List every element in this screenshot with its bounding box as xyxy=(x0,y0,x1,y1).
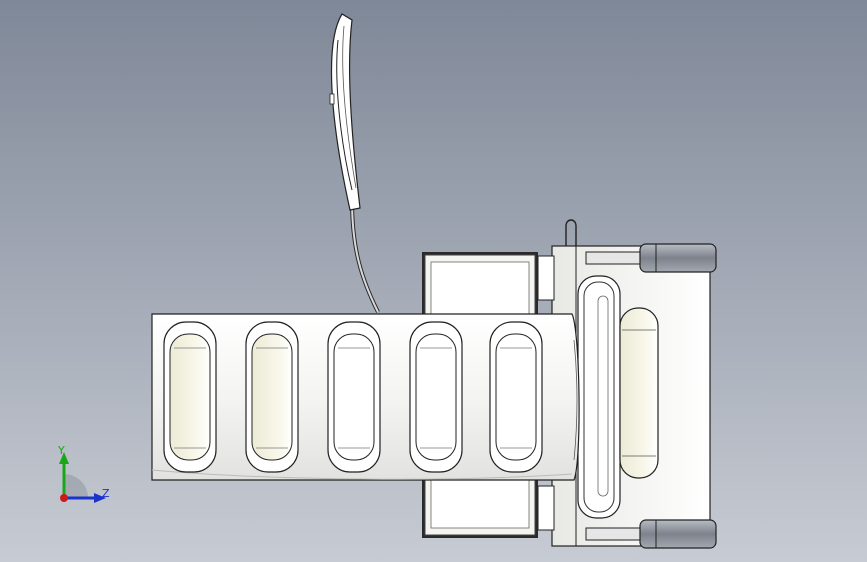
z-axis-label: Z xyxy=(102,487,110,500)
tube-slot-3[interactable] xyxy=(327,321,381,473)
cable[interactable] xyxy=(350,199,380,313)
tube-slot-1[interactable] xyxy=(163,321,217,473)
tube-slot-2[interactable] xyxy=(245,321,299,473)
tube-slot-4[interactable] xyxy=(409,321,463,473)
y-axis-label: Y xyxy=(57,444,65,457)
pin-top[interactable] xyxy=(585,243,717,273)
y-axis-arrowhead xyxy=(59,452,69,464)
z-axis-arrowhead xyxy=(94,493,106,503)
orientation-triad[interactable]: Y Z xyxy=(50,440,130,520)
clamp-block[interactable] xyxy=(537,219,711,547)
slotted-tube[interactable] xyxy=(151,313,580,481)
triad-origin xyxy=(60,494,68,502)
tube-slot-5[interactable] xyxy=(489,321,543,473)
lever-handle[interactable] xyxy=(329,13,361,211)
triad-plane-shading xyxy=(64,474,88,498)
pin-bottom[interactable] xyxy=(585,519,717,549)
